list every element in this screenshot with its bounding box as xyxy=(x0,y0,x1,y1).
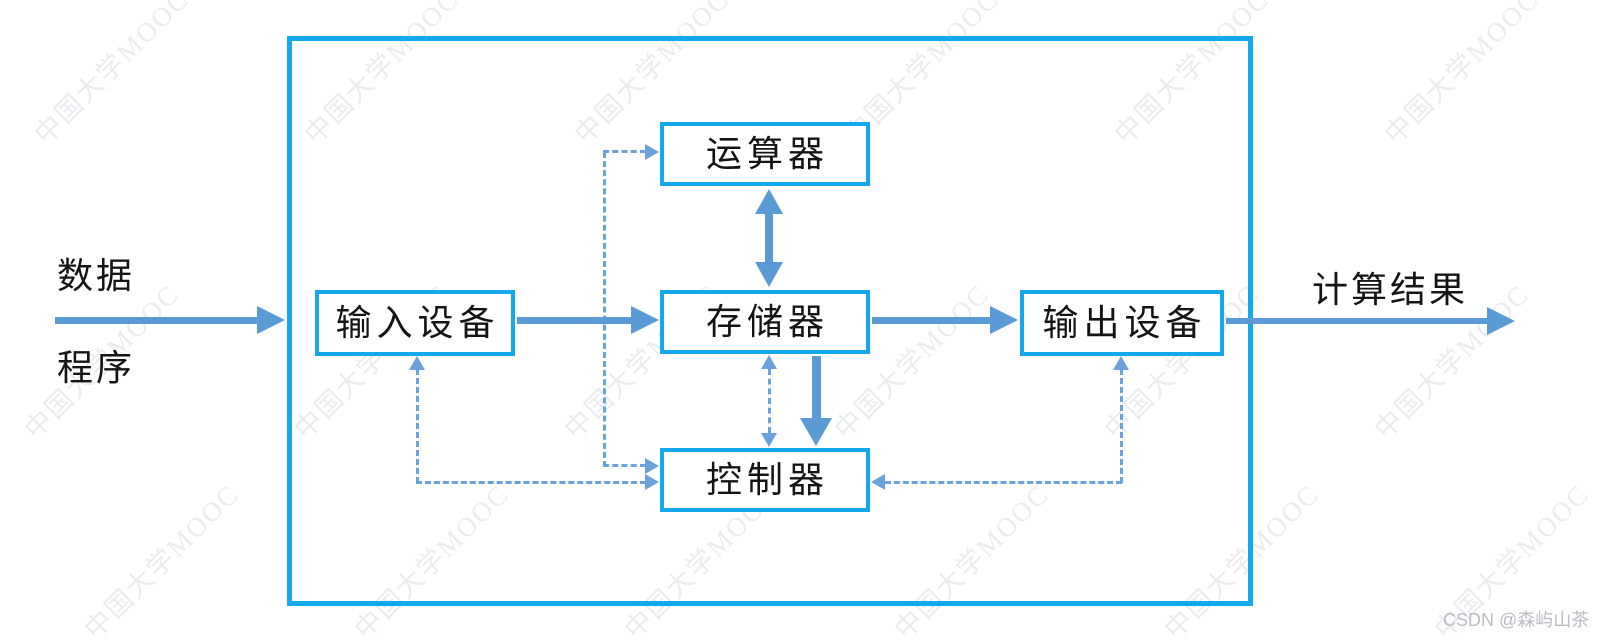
controller-alu-dashed-hline-bottom xyxy=(603,464,646,467)
memory-to-output-arrow-head xyxy=(990,306,1018,334)
label-program: 程序 xyxy=(57,348,136,388)
arrowhead-into-controller-top xyxy=(761,433,777,447)
watermark-text: 中国大学MOOC xyxy=(1378,0,1545,150)
input-to-memory-arrow-shaft xyxy=(517,317,632,324)
credit-text: CSDN @森屿山茶 xyxy=(1443,610,1590,630)
memory-to-output-arrow-shaft xyxy=(872,317,991,324)
node-alu-label: 运算器 xyxy=(705,134,829,174)
result-arrow-head xyxy=(1487,307,1515,335)
data-program-arrow-shaft xyxy=(55,317,257,324)
arrowhead-into-controller-right xyxy=(871,474,885,490)
controller-alu-dashed-hline-top xyxy=(603,150,646,153)
watermark-text: 中国大学MOOC xyxy=(28,0,195,150)
node-input-device: 输入设备 xyxy=(315,290,515,356)
node-output-device-label: 输出设备 xyxy=(1042,303,1207,343)
memory-to-controller-arrow-head xyxy=(800,418,832,446)
node-controller-label: 控制器 xyxy=(705,460,829,500)
controller-input-dashed-vline xyxy=(416,369,419,483)
arrowhead-into-input-device xyxy=(409,356,425,370)
alu-memory-arrow-head-down xyxy=(755,262,783,287)
data-program-arrow-head xyxy=(257,306,285,334)
controller-alu-dashed-vline xyxy=(603,152,606,467)
arrowhead-into-controller-lower xyxy=(645,474,659,490)
arrowhead-into-memory-bottom xyxy=(761,355,777,369)
arrowhead-into-controller-upper xyxy=(645,458,659,474)
watermark-text: 中国大学MOOC xyxy=(78,478,245,640)
alu-memory-arrow-shaft xyxy=(765,212,773,264)
arrowhead-into-output-device xyxy=(1113,356,1129,370)
controller-output-dashed-hline xyxy=(885,481,1122,484)
node-memory-label: 存储器 xyxy=(705,302,829,342)
arrowhead-into-alu xyxy=(645,144,659,160)
result-arrow-shaft xyxy=(1226,318,1488,324)
node-controller: 控制器 xyxy=(660,448,870,512)
label-result: 计算结果 xyxy=(1311,270,1468,310)
input-to-memory-arrow-head xyxy=(631,306,659,334)
memory-to-controller-arrow-shaft xyxy=(812,356,821,420)
node-input-device-label: 输入设备 xyxy=(335,303,500,343)
node-memory: 存储器 xyxy=(660,290,870,354)
alu-memory-arrow-head-up xyxy=(755,189,783,214)
label-data: 数据 xyxy=(57,256,136,296)
memory-controller-dashed-vline xyxy=(768,369,771,433)
node-alu: 运算器 xyxy=(660,122,870,186)
controller-input-dashed-hline xyxy=(416,481,646,484)
controller-output-dashed-vline xyxy=(1120,369,1123,483)
node-output-device: 输出设备 xyxy=(1020,290,1224,356)
